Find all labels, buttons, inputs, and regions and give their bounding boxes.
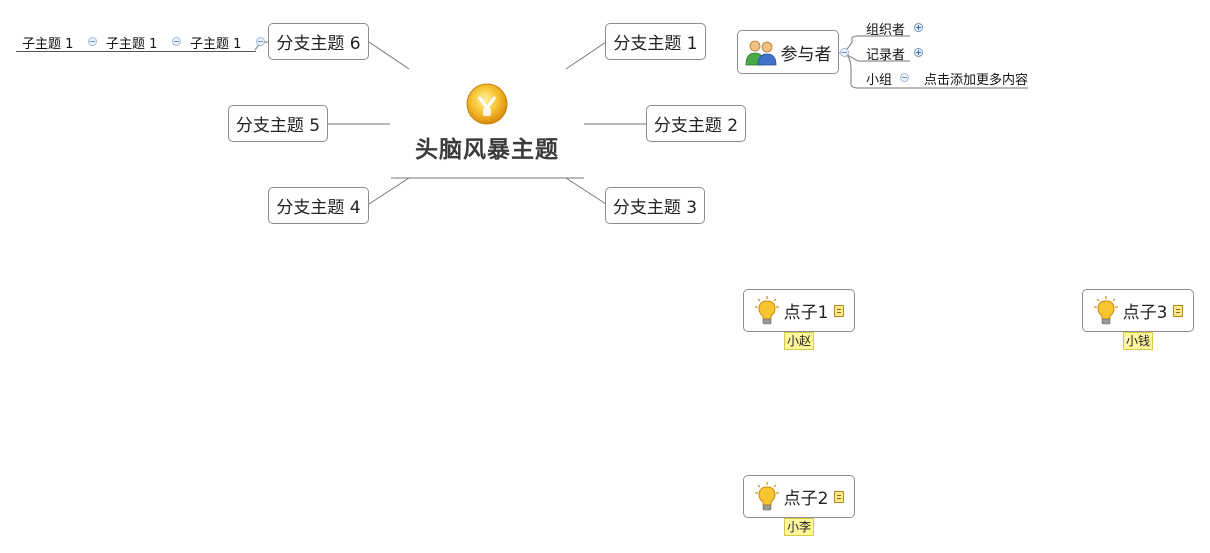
idea-topic-3[interactable]: 点子3	[1082, 289, 1194, 332]
branch-topic-3[interactable]: 分支主题 3	[605, 187, 705, 224]
idea-label: 点子1	[783, 303, 829, 323]
idea-topic-2[interactable]: 点子2	[743, 475, 855, 518]
participants-group[interactable]: 小组	[866, 73, 893, 88]
lightbulb-icon	[754, 295, 779, 324]
lightbulb-icon	[754, 481, 779, 510]
idea-tag[interactable]: 小李	[784, 518, 815, 536]
collapse-icon[interactable]	[256, 37, 265, 46]
lightbulb-smiley-icon	[466, 83, 508, 125]
branch-topic-6[interactable]: 分支主题 6	[268, 23, 369, 60]
people-icon	[745, 40, 776, 66]
note-icon[interactable]	[834, 304, 845, 317]
expand-icon[interactable]	[914, 48, 923, 57]
collapse-icon[interactable]	[172, 37, 181, 46]
participants-topic[interactable]: 参与者	[737, 30, 839, 74]
collapse-icon[interactable]	[900, 73, 909, 82]
idea-label: 点子3	[1122, 303, 1168, 323]
note-icon[interactable]	[834, 490, 845, 503]
collapse-icon[interactable]	[88, 37, 97, 46]
participants-group-add-more[interactable]: 点击添加更多内容	[924, 73, 1029, 88]
central-topic-title: 头脑风暴主题	[415, 137, 559, 163]
participants-organizer[interactable]: 组织者	[866, 23, 906, 38]
branch-topic-2[interactable]: 分支主题 2	[646, 105, 746, 142]
idea-tag[interactable]: 小赵	[784, 332, 815, 350]
expand-icon[interactable]	[914, 23, 923, 32]
note-icon[interactable]	[1173, 304, 1184, 317]
subtopic-1[interactable]: 子主题 1	[22, 37, 74, 52]
idea-label: 点子2	[783, 489, 829, 509]
participants-recorder[interactable]: 记录者	[866, 48, 906, 63]
subtopic-3[interactable]: 子主题 1	[190, 37, 242, 52]
participants-label: 参与者	[780, 44, 832, 65]
subtopic-underline	[16, 51, 256, 52]
collapse-icon[interactable]	[840, 48, 849, 57]
lightbulb-icon	[1093, 295, 1118, 324]
idea-tag[interactable]: 小钱	[1123, 332, 1154, 350]
branch-topic-4[interactable]: 分支主题 4	[268, 187, 369, 224]
subtopic-2[interactable]: 子主题 1	[106, 37, 158, 52]
branch-topic-1[interactable]: 分支主题 1	[605, 23, 706, 60]
idea-topic-1[interactable]: 点子1	[743, 289, 855, 332]
branch-topic-5[interactable]: 分支主题 5	[228, 105, 328, 142]
